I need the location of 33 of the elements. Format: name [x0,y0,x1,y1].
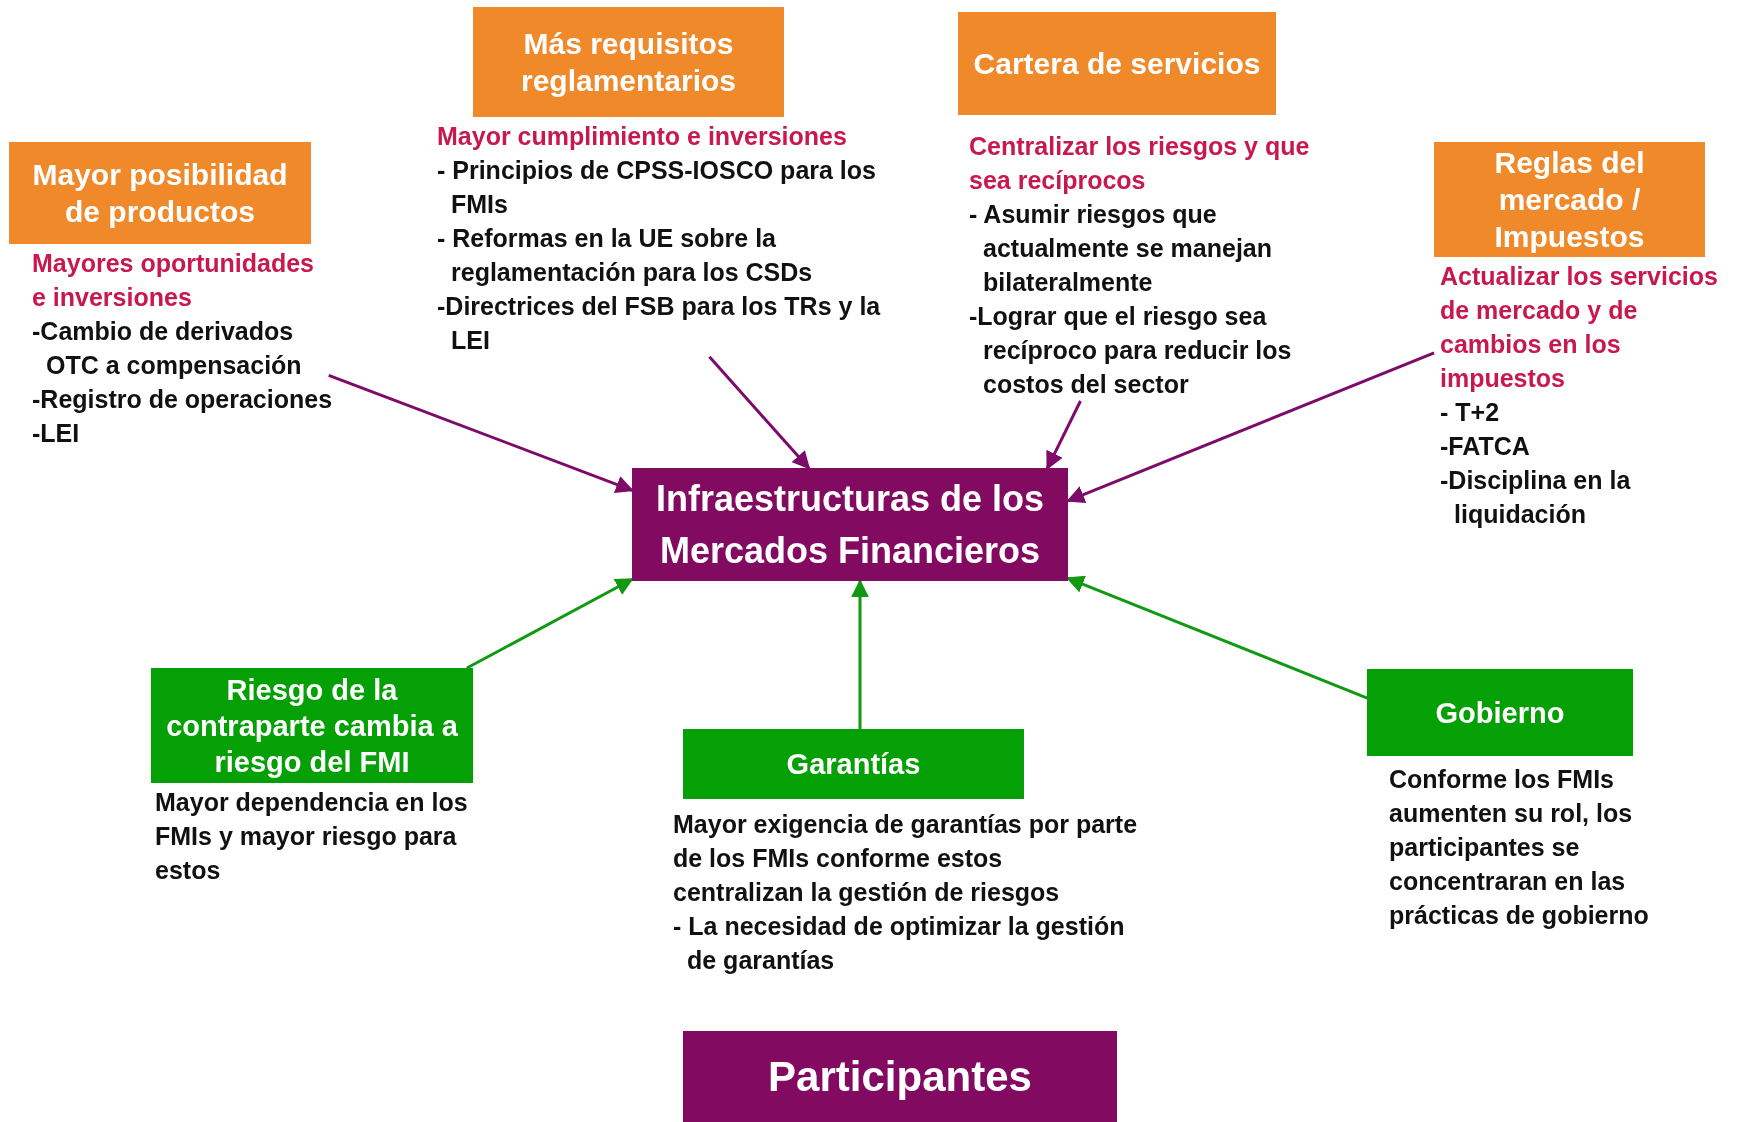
subheading-text: Actualizar los servicios de mercado y de cambios en los impuestos [1440,261,1719,394]
topic-box: Más requisitos reglamentarios [473,7,784,117]
bullet-text: - T+2 [1440,397,1501,428]
title-box: Participantes [683,1031,1117,1122]
subheading-text: Mayor exigencia de garantías por parte de los FMIs conforme estos centralizan la gestión de riesgos [673,809,1138,908]
arrow [1045,400,1082,470]
bullet-text: -Directrices del FSB para los TRs y la LEI [437,291,882,356]
bullet-text: - Principios de CPSS-IOSCO para los FMIs [437,155,877,220]
factor-box: Garantías [683,729,1024,799]
title-box: Infraestructuras de los Mercados Financieros [632,468,1068,581]
bullet-text: - La necesidad de optimizar la gestión de garantías [673,911,1126,976]
bullet-text: -Registro de operaciones [32,384,334,415]
arrow [851,579,869,729]
topic-box: Reglas del mercado / Impuestos [1434,142,1705,257]
subheading-text: Conforme los FMIs aumenten su rol, los participantes se concentraran en las prácticas de gobierno [1389,764,1650,931]
arrow [466,577,634,670]
subheading-text: Mayores oportunidades e inversiones [32,248,315,313]
bullet-text: -Lograr que el riesgo sea recíproco para reducir los costos del sector [969,301,1293,400]
topic-box: Cartera de servicios [958,12,1276,115]
bullet-text: -FATCA [1440,431,1531,462]
arrow [328,374,634,493]
subheading-text: Mayor dependencia en los FMIs y mayor riesgo para estos [155,787,469,886]
factor-box: Riesgo de la contraparte cambia a riesgo del FMI [151,668,473,783]
bullet-text: -LEI [32,418,81,449]
factor-box: Gobierno [1367,669,1633,756]
bullet-text: - Asumir riesgos que actualmente se manejan bilateralmente [969,199,1273,298]
topic-box: Mayor posibilidad de productos [9,142,311,244]
bullet-text: -Disciplina en la liquidación [1440,465,1632,530]
subheading-text: Mayor cumplimiento e inversiones [437,121,848,152]
bullet-text: - Reformas en la UE sobre la reglamentación para los CSDs [437,223,814,288]
subheading-text: Centralizar los riesgos y que sea recíprocos [969,131,1311,196]
bullet-text: -Cambio de derivados OTC a compensación [32,316,303,381]
arrow [708,355,811,470]
